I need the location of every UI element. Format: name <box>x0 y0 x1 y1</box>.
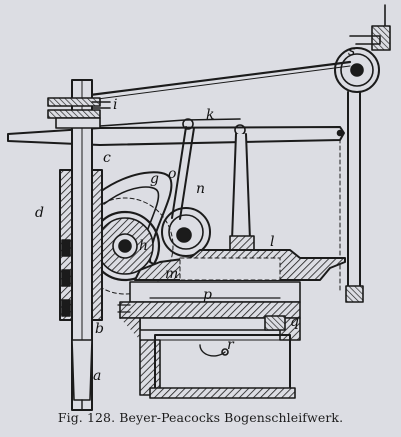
wheel-h <box>76 197 174 295</box>
main-lever <box>7 126 345 146</box>
label-m: m <box>165 266 178 282</box>
right-rod <box>345 91 364 303</box>
pulley-s <box>334 47 380 93</box>
label-d: d <box>35 205 44 221</box>
label-q: q <box>290 314 299 330</box>
label-a: a <box>93 368 101 384</box>
label-l: l <box>270 234 274 250</box>
rope-top <box>88 60 352 101</box>
top-bracket <box>349 4 391 51</box>
label-b: b <box>95 321 104 337</box>
label-g: g <box>150 171 159 187</box>
collar-i <box>91 101 111 109</box>
roller-n <box>161 207 211 257</box>
label-c: c <box>103 150 111 166</box>
label-h: h <box>139 238 148 254</box>
link-o <box>171 126 195 220</box>
machine-body <box>119 249 346 331</box>
part-labels: s i k c g o n d h l m p q b r a <box>35 43 355 384</box>
label-k: k <box>206 107 214 123</box>
column <box>47 79 103 411</box>
figure-caption: Fig. 128. Beyer-Peacocks Bogenschleifwer… <box>57 410 344 425</box>
label-i: i <box>113 97 117 113</box>
lower-housing <box>117 304 301 399</box>
label-r: r <box>227 337 235 353</box>
label-s: s <box>348 43 355 59</box>
label-o: o <box>168 166 176 182</box>
label-n: n <box>196 181 205 197</box>
label-p: p <box>203 287 212 303</box>
